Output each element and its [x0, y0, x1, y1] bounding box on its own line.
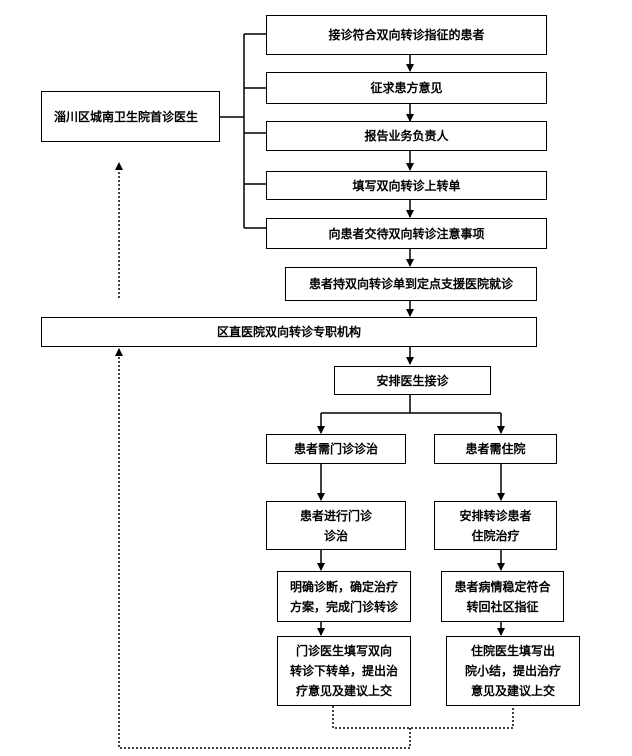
- step-report-manager: 报告业务负责人: [266, 121, 547, 151]
- outpatient-box: 患者需门诊诊治: [266, 434, 406, 464]
- outpatient-downward-form-box: 门诊医生填写双向 转诊下转单，提出治 疗意见及建议上交: [277, 636, 411, 706]
- first-doctor-label: 淄川区城南卫生院首诊医生: [54, 109, 199, 124]
- feedback-to-agency: [115, 348, 411, 749]
- step-visit-hospital: 患者持双向转诊单到定点支援医院就诊: [285, 267, 537, 301]
- outpatient-diagnosis-box: 明确诊断，确定治疗 方案，完成门诊转诊: [277, 571, 411, 622]
- step-explain-notes: 向患者交待双向转诊注意事项: [266, 218, 547, 249]
- inpatient-box: 患者需住院: [434, 434, 557, 464]
- inpatient-stable-box: 患者病情稳定符合 转回社区指征: [441, 571, 564, 622]
- step-seek-opinion: 征求患方意见: [266, 72, 547, 104]
- referral-agency-box: 区直医院双向转诊专职机构: [41, 317, 537, 347]
- split-line: [321, 395, 501, 414]
- inpatient-admit-box: 安排转诊患者 住院治疗: [434, 501, 557, 550]
- feedback-merge: [332, 706, 514, 729]
- outpatient-treatment-box: 患者进行门诊 诊治: [266, 501, 406, 550]
- step-receive-patient: 接诊符合双向转诊指征的患者: [266, 15, 547, 55]
- arrange-doctor-box: 安排医生接诊: [334, 366, 491, 395]
- inpatient-discharge-summary-box: 住院医生填写出 院小结，提出治疗 意见及建议上交: [446, 636, 580, 706]
- first-doctor-box: 淄川区城南卫生院首诊医生: [41, 91, 220, 142]
- step-fill-referral-form: 填写双向转诊上转单: [266, 171, 547, 200]
